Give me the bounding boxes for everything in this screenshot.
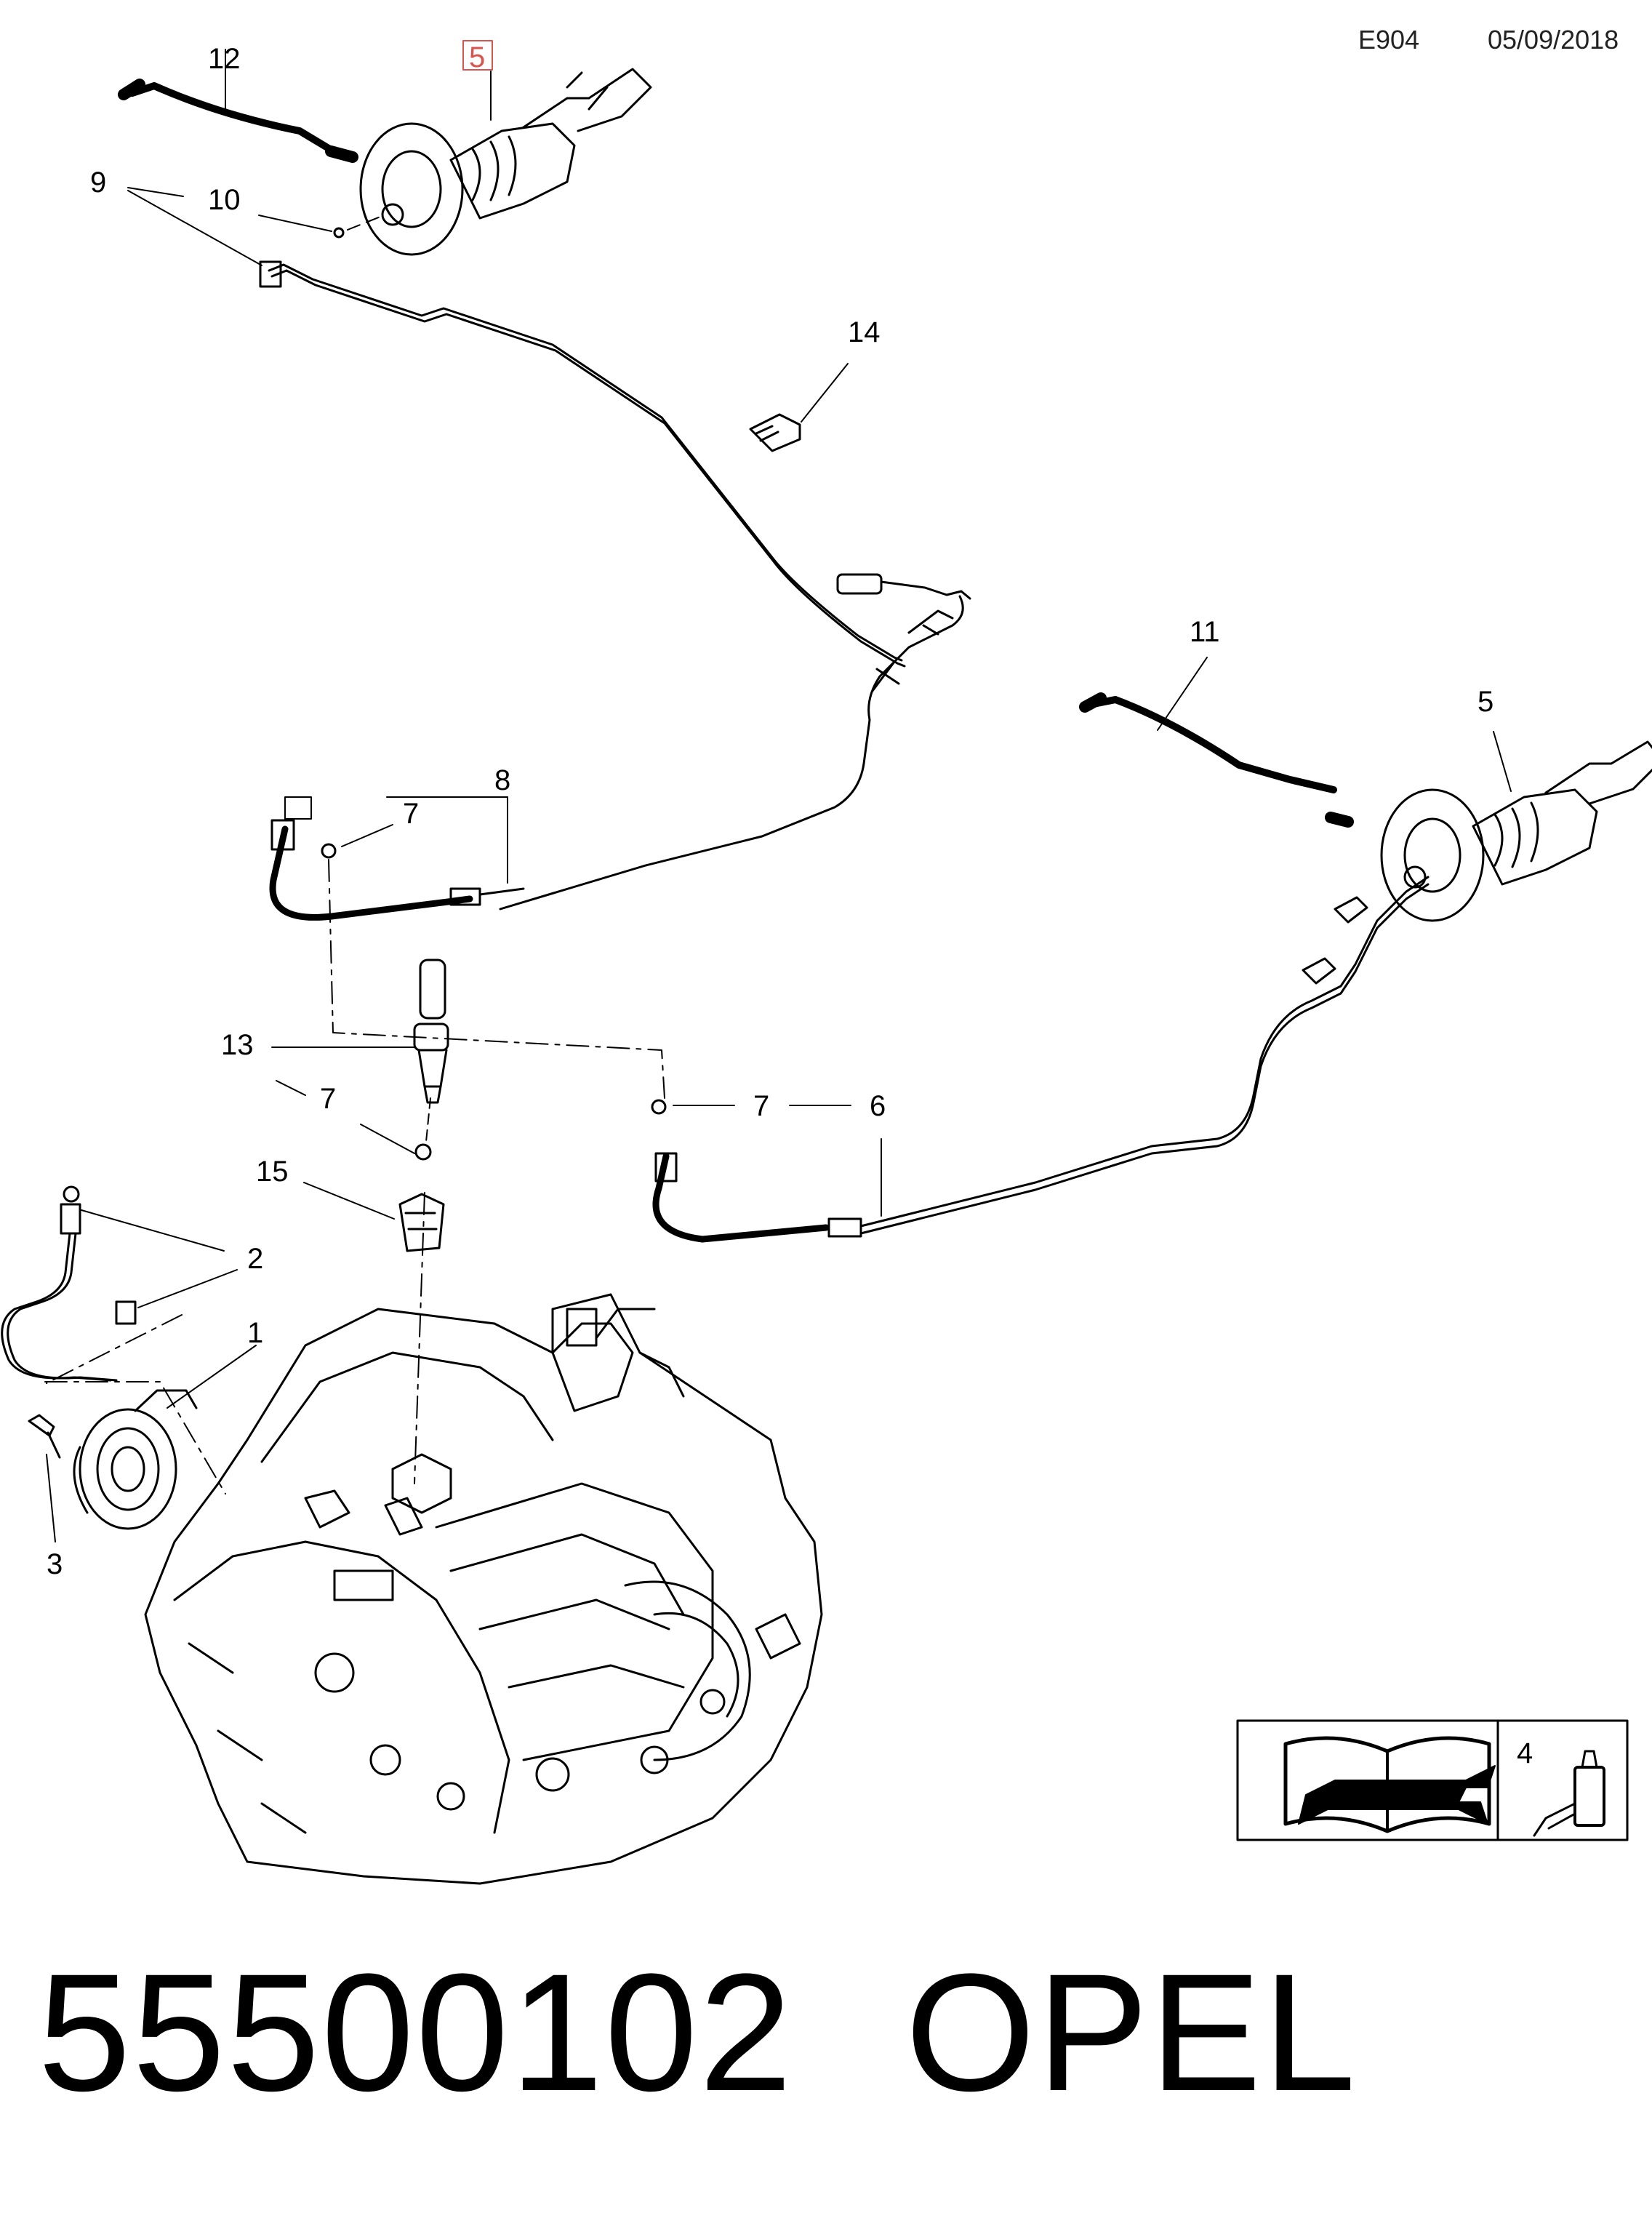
leader-15 bbox=[303, 1182, 395, 1220]
callout-3: 3 bbox=[47, 1548, 63, 1580]
assembly-guide-lines bbox=[44, 859, 665, 1494]
brand-name: OPEL bbox=[905, 1939, 1358, 2126]
callout-5: 5 bbox=[1477, 686, 1493, 718]
callout-10: 10 bbox=[208, 184, 241, 216]
leader-9b bbox=[127, 190, 262, 266]
callout-5-highlighted[interactable]: 5 bbox=[469, 41, 485, 73]
leader-2b bbox=[137, 1269, 238, 1308]
clutch-pipe-upper[interactable] bbox=[259, 260, 906, 668]
callout-7c: 7 bbox=[753, 1090, 769, 1122]
leader-5-right bbox=[1493, 731, 1512, 792]
highlight-box bbox=[462, 40, 493, 71]
callout-12: 12 bbox=[208, 43, 241, 75]
clutch-hose-6[interactable] bbox=[652, 876, 1430, 1243]
clutch-pipe-2[interactable] bbox=[1, 1185, 137, 1382]
seal-ring-7a[interactable] bbox=[321, 843, 337, 859]
clip-14[interactable] bbox=[749, 413, 801, 452]
callout-2: 2 bbox=[247, 1243, 263, 1275]
pipe-coupling-upper[interactable] bbox=[499, 573, 971, 911]
concentric-slave-cylinder-1[interactable] bbox=[73, 1389, 198, 1530]
leader-14 bbox=[801, 363, 849, 423]
callout-6: 6 bbox=[870, 1090, 886, 1122]
callout-15: 15 bbox=[256, 1156, 289, 1188]
callout-1: 1 bbox=[247, 1317, 263, 1349]
leader-7a bbox=[341, 824, 393, 847]
callout-labels: 12 5 9 10 14 11 5 8 7 13 7 7 6 15 2 1 3 … bbox=[47, 41, 1533, 1769]
sealant-tube-icon bbox=[1533, 1750, 1605, 1837]
leader-9a bbox=[127, 187, 184, 197]
part-number: 55500102 bbox=[38, 1939, 794, 2126]
leader-3 bbox=[46, 1454, 56, 1542]
gearbox-housing bbox=[144, 1293, 823, 1885]
leader-1 bbox=[167, 1345, 257, 1409]
callout-11: 11 bbox=[1190, 616, 1220, 648]
leader-11 bbox=[1157, 657, 1208, 731]
callout-9: 9 bbox=[90, 167, 106, 199]
bleed-fitting-13[interactable] bbox=[413, 959, 449, 1104]
leader-7b bbox=[276, 1080, 306, 1096]
callout-7a: 7 bbox=[403, 798, 419, 830]
clutch-master-cylinder-top[interactable] bbox=[359, 68, 652, 256]
callout-4: 4 bbox=[1517, 1737, 1533, 1769]
retaining-clip-15[interactable] bbox=[398, 1193, 445, 1252]
callout-8: 8 bbox=[494, 764, 510, 796]
clutch-hose-8[interactable] bbox=[269, 819, 525, 921]
diagram-code: E904 bbox=[1358, 25, 1420, 55]
bolt-3[interactable] bbox=[28, 1414, 61, 1459]
callout-13: 13 bbox=[221, 1029, 254, 1061]
clutch-master-cylinder-right[interactable] bbox=[1380, 740, 1652, 922]
callout-7b: 7 bbox=[320, 1083, 336, 1115]
repair-manual-icon bbox=[1283, 1736, 1496, 1833]
seal-ring-7b[interactable] bbox=[414, 1143, 432, 1161]
clutch-hose-11[interactable] bbox=[1079, 692, 1354, 828]
leader-2a bbox=[81, 1209, 225, 1252]
clutch-hose-12[interactable] bbox=[118, 79, 358, 163]
seal-ring-7c[interactable] bbox=[651, 1099, 667, 1115]
callout-14: 14 bbox=[848, 316, 881, 348]
seal-ring-10[interactable] bbox=[333, 227, 345, 239]
legend-box bbox=[1236, 1719, 1629, 1841]
diagram-date: 05/09/2018 bbox=[1488, 25, 1619, 55]
leader-10 bbox=[258, 215, 332, 232]
